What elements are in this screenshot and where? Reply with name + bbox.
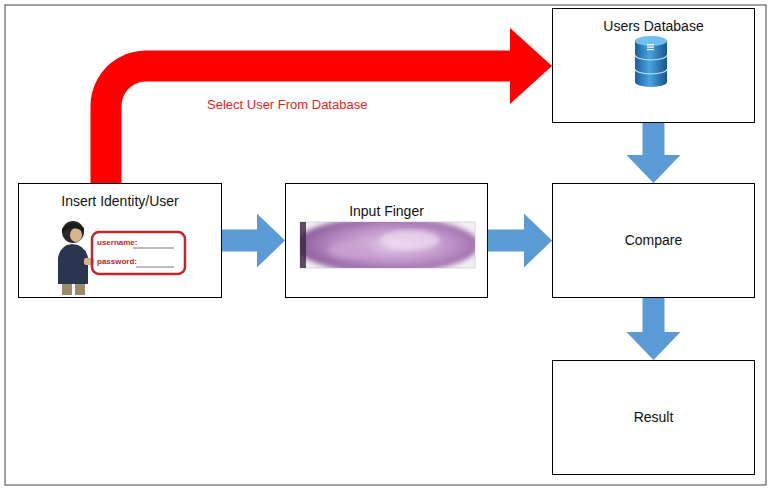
- block-arrow-shape: [627, 298, 681, 360]
- process-box: Users Database: [552, 8, 755, 123]
- block-arrow-shape: [222, 214, 285, 268]
- finger-image: [295, 217, 479, 273]
- block-arrow: [222, 214, 285, 268]
- arrow-shaft: [106, 66, 510, 183]
- login-card: [92, 232, 185, 274]
- outer-frame: [5, 5, 766, 485]
- edge-label: Select User From Database: [207, 97, 367, 112]
- block-arrow-shape: [627, 123, 681, 183]
- user-icon: [58, 221, 94, 295]
- box-title: Users Database: [603, 18, 703, 35]
- box-title: Insert Identity/User: [61, 193, 179, 210]
- box-title: Compare: [625, 232, 683, 249]
- process-box: Result: [552, 360, 755, 475]
- process-box: Input Finger: [285, 183, 488, 298]
- field-label: username:: [97, 238, 137, 247]
- block-arrow: [488, 214, 552, 268]
- block-arrow: [627, 123, 681, 183]
- box-title: Input Finger: [349, 203, 424, 220]
- block-arrow: [627, 298, 681, 360]
- arrow-head: [510, 28, 552, 104]
- box-title: Result: [634, 409, 674, 426]
- process-box: Compare: [552, 183, 755, 298]
- bent-arrow: [106, 28, 552, 183]
- block-arrow-shape: [488, 214, 552, 268]
- database-icon: [635, 36, 667, 87]
- field-label: password:: [97, 257, 137, 266]
